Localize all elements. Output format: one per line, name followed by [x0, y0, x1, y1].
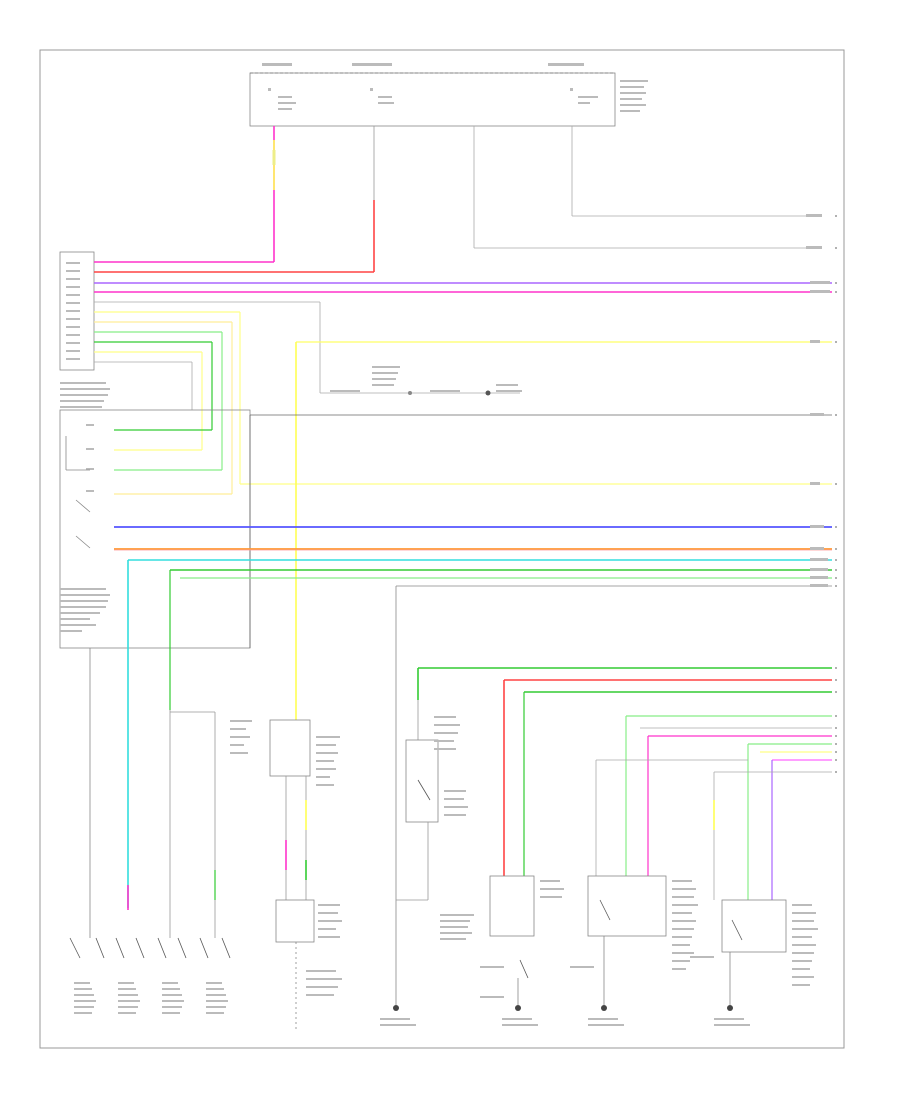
left-connector: [59, 251, 110, 408]
fuse-drops: [272, 126, 820, 272]
switch-block: [59, 409, 832, 649]
ground-labels: [380, 1018, 750, 1026]
right-feeders: [503, 679, 832, 900]
center-module: [230, 719, 342, 1030]
right-edge-labels: [806, 214, 830, 587]
center-junction: [330, 366, 522, 396]
diagram-border: [39, 49, 845, 1049]
right-modules: [480, 875, 818, 1005]
left-switches: [69, 648, 231, 1014]
door-switch: [396, 667, 832, 940]
right-edge-markers: [835, 215, 837, 773]
lower-harness: [127, 559, 832, 1005]
fuse-box: [249, 63, 648, 127]
ground-icon: [393, 1005, 733, 1011]
harness-wires: [94, 261, 832, 720]
